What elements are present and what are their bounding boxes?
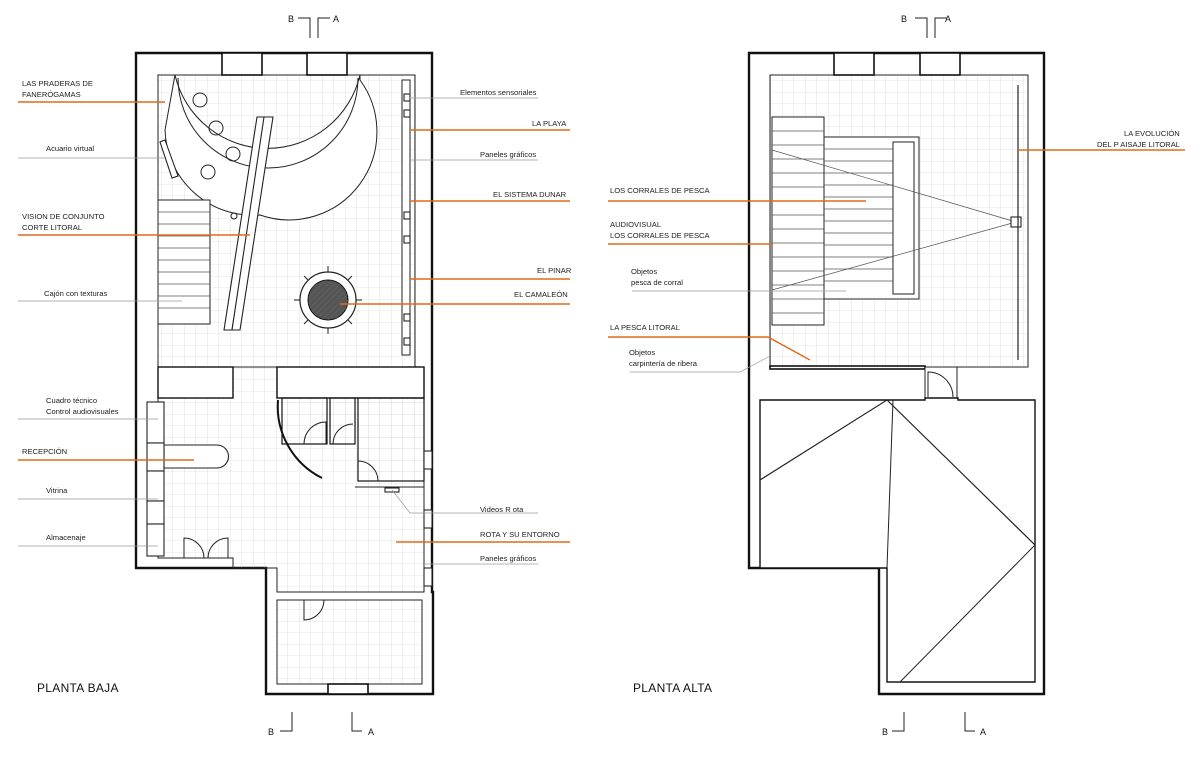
section-marks bbox=[280, 17, 975, 732]
window bbox=[327, 683, 369, 695]
label-objetos-ribera-line2: carpintería de ribera bbox=[629, 359, 698, 368]
upper-stair bbox=[771, 116, 825, 326]
praderas-circle-area bbox=[164, 74, 378, 221]
section-a-top-right: A bbox=[945, 14, 951, 24]
label-el-pinar: EL PINAR bbox=[537, 266, 572, 275]
label-paneles-graficos-2: Paneles gráficos bbox=[480, 554, 536, 563]
section-a-bottom-left: A bbox=[368, 727, 374, 737]
label-elementos-sensoriales: Elementos sensoriales bbox=[460, 88, 537, 97]
label-audiovisual-line1: AUDIOVISUAL bbox=[610, 220, 661, 229]
label-corrales: LOS CORRALES DE PESCA bbox=[610, 186, 711, 195]
label-almacenaje: Almacenaje bbox=[46, 533, 86, 542]
title-planta-alta: PLANTA ALTA bbox=[633, 681, 712, 695]
reception-counter bbox=[163, 444, 229, 469]
upper-door bbox=[924, 366, 958, 400]
partition-wall bbox=[276, 366, 425, 399]
window bbox=[306, 52, 348, 76]
aquarium-disc bbox=[200, 164, 216, 180]
label-recepcion: RECEPCIÓN bbox=[22, 447, 67, 456]
ground-floor-plan bbox=[134, 51, 435, 696]
upper-floor-edge bbox=[769, 365, 926, 370]
camaleon-tree bbox=[294, 266, 362, 334]
section-b-top-left: B bbox=[288, 14, 294, 24]
right-wall-panels bbox=[401, 79, 411, 356]
roof-plan bbox=[759, 397, 1036, 683]
label-el-camaleon: EL CAMALEÓN bbox=[514, 290, 568, 299]
aquarium-disc bbox=[208, 120, 224, 136]
section-b-top-right: B bbox=[901, 14, 907, 24]
label-pesca-litoral: LA PESCA LITORAL bbox=[610, 323, 680, 332]
ground-left-leaders bbox=[18, 101, 250, 547]
label-praderas-line1: LAS PRADERAS DE bbox=[22, 79, 93, 88]
label-videos-rota: Videos R ota bbox=[480, 505, 524, 514]
section-b-bottom-left: B bbox=[268, 727, 274, 737]
aquarium-disc bbox=[225, 146, 241, 162]
label-rota-entorno: ROTA Y SU ENTORNO bbox=[480, 530, 560, 539]
projector bbox=[1010, 216, 1022, 228]
section-b-bottom-right: B bbox=[882, 727, 888, 737]
entrance-doors bbox=[183, 537, 229, 559]
window bbox=[833, 52, 875, 76]
acuario-virtual-screen bbox=[159, 139, 179, 179]
label-vision-line2: CORTE LITORAL bbox=[22, 223, 82, 232]
label-cuadro-line1: Cuadro técnico bbox=[46, 396, 97, 405]
cajon-con-texturas bbox=[157, 199, 211, 325]
label-la-playa: LA PLAYA bbox=[532, 119, 567, 128]
label-cuadro-line2: Control audiovisuales bbox=[46, 407, 119, 416]
label-objetos-corral-line1: Objetos bbox=[631, 267, 657, 276]
vision-panel-back bbox=[231, 116, 274, 331]
section-a-bottom-right: A bbox=[980, 727, 986, 737]
label-audiovisual-line2: LOS CORRALES DE PESCA bbox=[610, 231, 711, 240]
label-objetos-ribera-line1: Objetos bbox=[629, 348, 655, 357]
label-cajon: Cajón con texturas bbox=[44, 289, 108, 298]
reception-right-notches bbox=[423, 450, 433, 587]
service-rooms bbox=[276, 397, 425, 493]
label-acuario-virtual: Acuario virtual bbox=[46, 144, 94, 153]
upper-floor-plan bbox=[747, 51, 1046, 696]
praderas-arc bbox=[177, 77, 359, 169]
upper-leaders bbox=[608, 149, 1185, 373]
partition-wall bbox=[157, 366, 234, 399]
projector-dot bbox=[230, 212, 238, 220]
ground-right-leaders bbox=[340, 97, 570, 565]
label-evolucion-line1: LA EVOLUCIÓN bbox=[1124, 129, 1180, 138]
corrales-model bbox=[823, 136, 920, 300]
label-vision-line1: VISION DE CONJUNTO bbox=[22, 212, 105, 221]
window bbox=[919, 52, 961, 76]
lower-room-floor bbox=[276, 599, 423, 685]
label-evolucion-line2: DEL P AISAJE LITORAL bbox=[1097, 140, 1180, 149]
label-vitrina: Vitrina bbox=[46, 486, 68, 495]
label-objetos-corral-line2: pesca de corral bbox=[631, 278, 683, 287]
left-cabinets bbox=[146, 401, 165, 557]
title-planta-baja: PLANTA BAJA bbox=[37, 681, 119, 695]
section-a-top-left: A bbox=[333, 14, 339, 24]
window bbox=[221, 52, 263, 76]
aquarium-disc bbox=[192, 92, 208, 108]
label-praderas-line2: FANERÓGAMAS bbox=[22, 90, 81, 99]
label-paneles-graficos-1: Paneles gráficos bbox=[480, 150, 536, 159]
lower-room-door bbox=[303, 599, 325, 621]
label-sistema-dunar: EL SISTEMA DUNAR bbox=[493, 190, 567, 199]
